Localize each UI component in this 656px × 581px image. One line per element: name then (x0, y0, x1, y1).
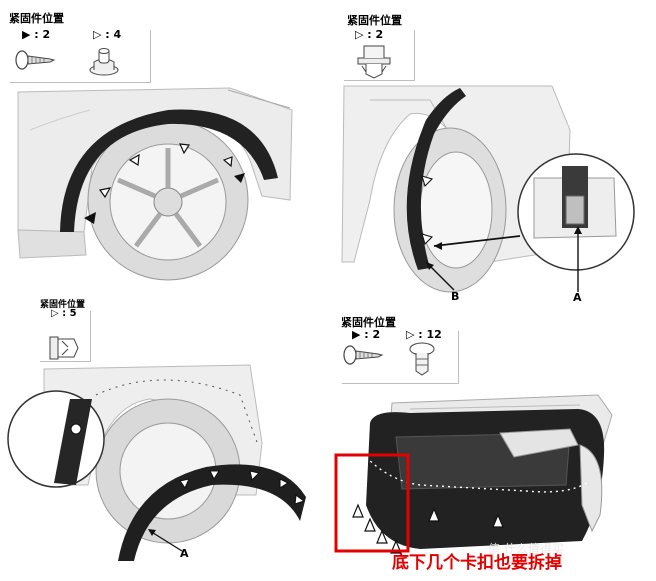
highlight-box (334, 453, 410, 553)
legend-frame-right (458, 331, 459, 383)
legend-frame-right (90, 311, 91, 361)
fender-illustration (15, 48, 293, 281)
legend-frame-bottom (40, 361, 91, 362)
panel-front-wheel-arch: 紧固件位置 ▶ : 2 ▷ : 4 (0, 0, 320, 290)
legend-title: 紧固件位置 (9, 12, 64, 25)
clip-count: ▷ : 4 (93, 28, 122, 41)
panel-arch-removal: 紧固件位置 ▷ : 5 A (0, 295, 330, 581)
callout-label-a: A (573, 291, 582, 304)
screw-icon (343, 345, 384, 365)
panel-arch-clip-detail: 紧固件位置 ▷ : 2 B A (330, 0, 656, 305)
panel-front-bumper: 紧固件位置 ▶ : 2 ▷ : 12 (330, 305, 656, 581)
legend-frame-bottom (10, 82, 151, 83)
legend-frame-bottom (342, 383, 459, 384)
arch-removal-illustration (7, 336, 306, 561)
legend-title: 紧固件位置 (347, 14, 402, 27)
legend-frame-right (150, 30, 151, 82)
screw-count: ▶ : 2 (352, 328, 381, 341)
callout-label-a: A (180, 547, 189, 560)
clip-count: ▷ : 5 (51, 308, 77, 319)
watermark-text: 值 什么值得买 (488, 542, 564, 556)
retainer-clip-icon (357, 45, 391, 79)
push-clip-icon (409, 342, 435, 376)
clip-count: ▷ : 12 (406, 328, 442, 341)
annotation-caption: 底下几个卡扣也要拆掉 (392, 553, 562, 573)
retainer-clip-icon (49, 336, 79, 360)
legend-title: 紧固件位置 (40, 300, 86, 310)
screw-icon (15, 50, 56, 70)
push-clip-icon (89, 48, 119, 76)
arch-clip-illustration (341, 45, 635, 293)
bumper-illustration (334, 342, 613, 554)
legend-frame-right (414, 30, 415, 80)
legend-title: 紧固件位置 (341, 316, 396, 329)
legend-frame-bottom (344, 80, 415, 81)
screw-count: ▶ : 2 (22, 28, 51, 41)
callout-label-b: B (451, 290, 460, 303)
clip-count: ▷ : 2 (355, 28, 384, 41)
